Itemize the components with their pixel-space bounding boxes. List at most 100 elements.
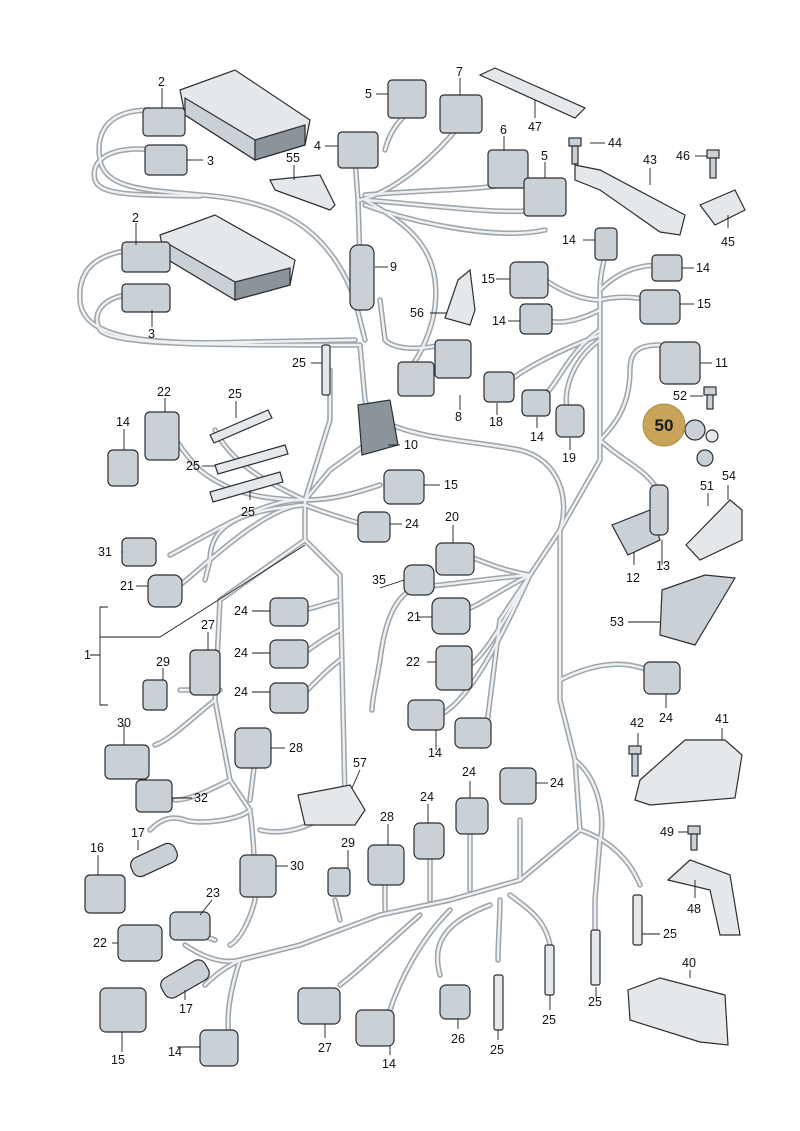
callout-14[interactable]: 14 [530,430,544,444]
callout-24[interactable]: 24 [234,604,248,618]
callout-14[interactable]: 14 [696,261,710,275]
callout-28[interactable]: 28 [380,810,394,824]
bracket-55 [269,174,336,211]
plug-14-b [651,254,683,282]
callout-25[interactable]: 25 [588,995,602,1009]
callout-18[interactable]: 18 [489,415,503,429]
callout-17[interactable]: 17 [131,826,145,840]
callout-28[interactable]: 28 [289,741,303,755]
harness-wire-highlight [303,503,367,527]
callout-25[interactable]: 25 [292,356,306,370]
callout-29[interactable]: 29 [156,655,170,669]
callout-42[interactable]: 42 [630,716,644,730]
callout-25[interactable]: 25 [663,927,677,941]
callout-5[interactable]: 5 [365,87,372,101]
callout-9[interactable]: 9 [390,260,397,274]
plug-29-b [327,867,351,897]
callout-26[interactable]: 26 [451,1032,465,1046]
callout-15[interactable]: 15 [111,1053,125,1067]
callout-51[interactable]: 51 [700,479,714,493]
callout-40[interactable]: 40 [682,956,696,970]
callout-32[interactable]: 32 [194,791,208,805]
callout-12[interactable]: 12 [626,571,640,585]
callout-21[interactable]: 21 [407,610,421,624]
callout-31[interactable]: 31 [98,545,112,559]
callout-35[interactable]: 35 [372,573,386,587]
harness-wire [577,827,643,888]
callout-10[interactable]: 10 [404,438,418,452]
callout-49[interactable]: 49 [660,825,674,839]
callout-20[interactable]: 20 [445,510,459,524]
pin-25-b [209,409,273,444]
callout-22[interactable]: 22 [93,936,107,950]
callout-2[interactable]: 2 [158,75,165,89]
callout-7[interactable]: 7 [456,65,463,79]
plug-21-mid [431,597,471,635]
callout-27[interactable]: 27 [201,618,215,632]
callout-44[interactable]: 44 [608,136,622,150]
callout-13[interactable]: 13 [656,559,670,573]
callout-22[interactable]: 22 [406,655,420,669]
callout-24[interactable]: 24 [234,685,248,699]
callout-24[interactable]: 24 [405,517,419,531]
callout-4[interactable]: 4 [314,139,321,153]
callout-3[interactable]: 3 [148,327,155,341]
callout-43[interactable]: 43 [643,153,657,167]
callout-55[interactable]: 55 [286,151,300,165]
harness-wire-highlight [598,263,662,292]
callout-25[interactable]: 25 [542,1013,556,1027]
harness-wire-highlight [148,808,252,832]
callout-46[interactable]: 46 [676,149,690,163]
callout-14[interactable]: 14 [428,746,442,760]
callout-8[interactable]: 8 [455,410,462,424]
callout-24[interactable]: 24 [234,646,248,660]
callout-16[interactable]: 16 [90,841,104,855]
plug-11 [659,341,701,385]
callout-22[interactable]: 22 [157,385,171,399]
highlight-callout-50[interactable]: 50 [642,403,686,447]
callout-56[interactable]: 56 [410,306,424,320]
callout-6[interactable]: 6 [500,123,507,137]
callout-52[interactable]: 52 [673,389,687,403]
callout-15[interactable]: 15 [481,272,495,286]
callout-54[interactable]: 54 [722,469,736,483]
highlight-label: 50 [655,416,674,435]
callout-25[interactable]: 25 [490,1043,504,1057]
callout-41[interactable]: 41 [715,712,729,726]
callout-29[interactable]: 29 [341,836,355,850]
callout-53[interactable]: 53 [610,615,624,629]
pin-25-a [321,344,331,396]
callout-14[interactable]: 14 [562,233,576,247]
callout-15[interactable]: 15 [697,297,711,311]
callout-14[interactable]: 14 [492,314,506,328]
callout-11[interactable]: 11 [715,356,728,370]
callout-21[interactable]: 21 [120,579,134,593]
callout-14[interactable]: 14 [382,1057,396,1071]
callout-30[interactable]: 30 [290,859,304,873]
callout-25[interactable]: 25 [228,387,242,401]
plug-31 [121,537,157,567]
callout-48[interactable]: 48 [687,902,701,916]
callout-23[interactable]: 23 [206,886,220,900]
callout-45[interactable]: 45 [721,235,735,249]
callout-1[interactable]: 1 [84,648,91,662]
callout-24[interactable]: 24 [420,790,434,804]
callout-14[interactable]: 14 [168,1045,182,1059]
callout-2[interactable]: 2 [132,211,139,225]
callout-47[interactable]: 47 [528,120,542,134]
callout-24[interactable]: 24 [659,711,673,725]
callout-27[interactable]: 27 [318,1041,332,1055]
callout-5[interactable]: 5 [541,149,548,163]
callout-3[interactable]: 3 [207,154,214,168]
callout-25[interactable]: 25 [241,505,255,519]
callout-30[interactable]: 30 [117,716,131,730]
callout-24[interactable]: 24 [462,765,476,779]
callout-17[interactable]: 17 [179,1002,193,1016]
callout-24[interactable]: 24 [550,776,564,790]
callout-14[interactable]: 14 [116,415,130,429]
callout-15[interactable]: 15 [444,478,458,492]
callout-19[interactable]: 19 [562,451,576,465]
callout-57[interactable]: 57 [353,756,367,770]
pin-25-c [214,444,289,475]
callout-25[interactable]: 25 [186,459,200,473]
